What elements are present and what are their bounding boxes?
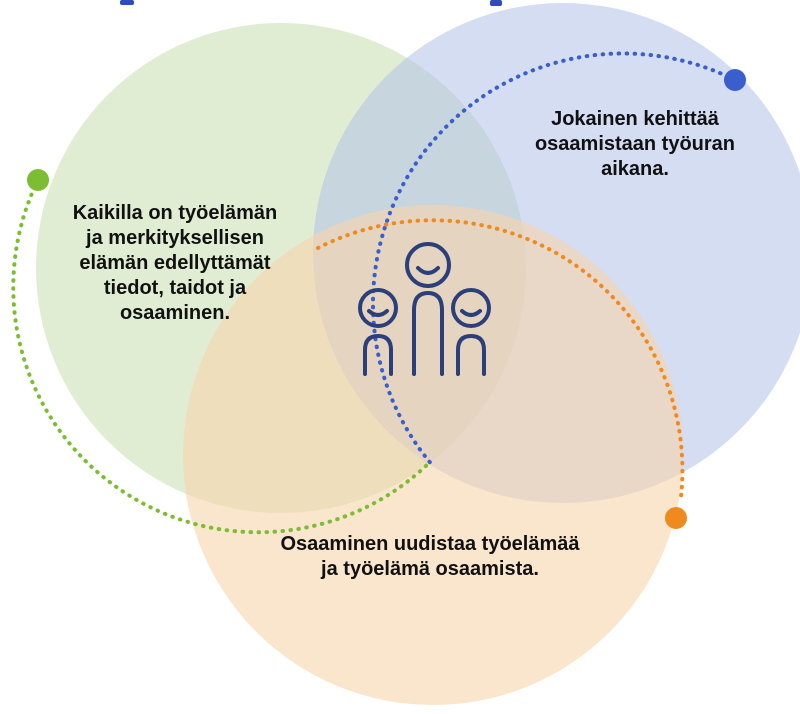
arc-orange	[316, 218, 685, 499]
arc-blue	[371, 51, 737, 468]
circle-orange-text: Osaaminen uudistaa työelämää ja työelämä…	[280, 533, 580, 580]
marker-dot-orange	[665, 507, 687, 529]
people-group-icon	[358, 242, 491, 376]
marker-dot-green	[27, 169, 49, 191]
circle-orange	[183, 205, 683, 705]
arc-green	[11, 178, 432, 535]
circle-blue-text: Jokainen kehittää osaamistaan työuran ai…	[534, 108, 736, 180]
circle-green-text: Kaikilla on työelämän ja merkityksellise…	[72, 202, 278, 324]
marker-dot-blue	[724, 69, 746, 91]
cropped-heading-fragment	[120, 0, 502, 6]
